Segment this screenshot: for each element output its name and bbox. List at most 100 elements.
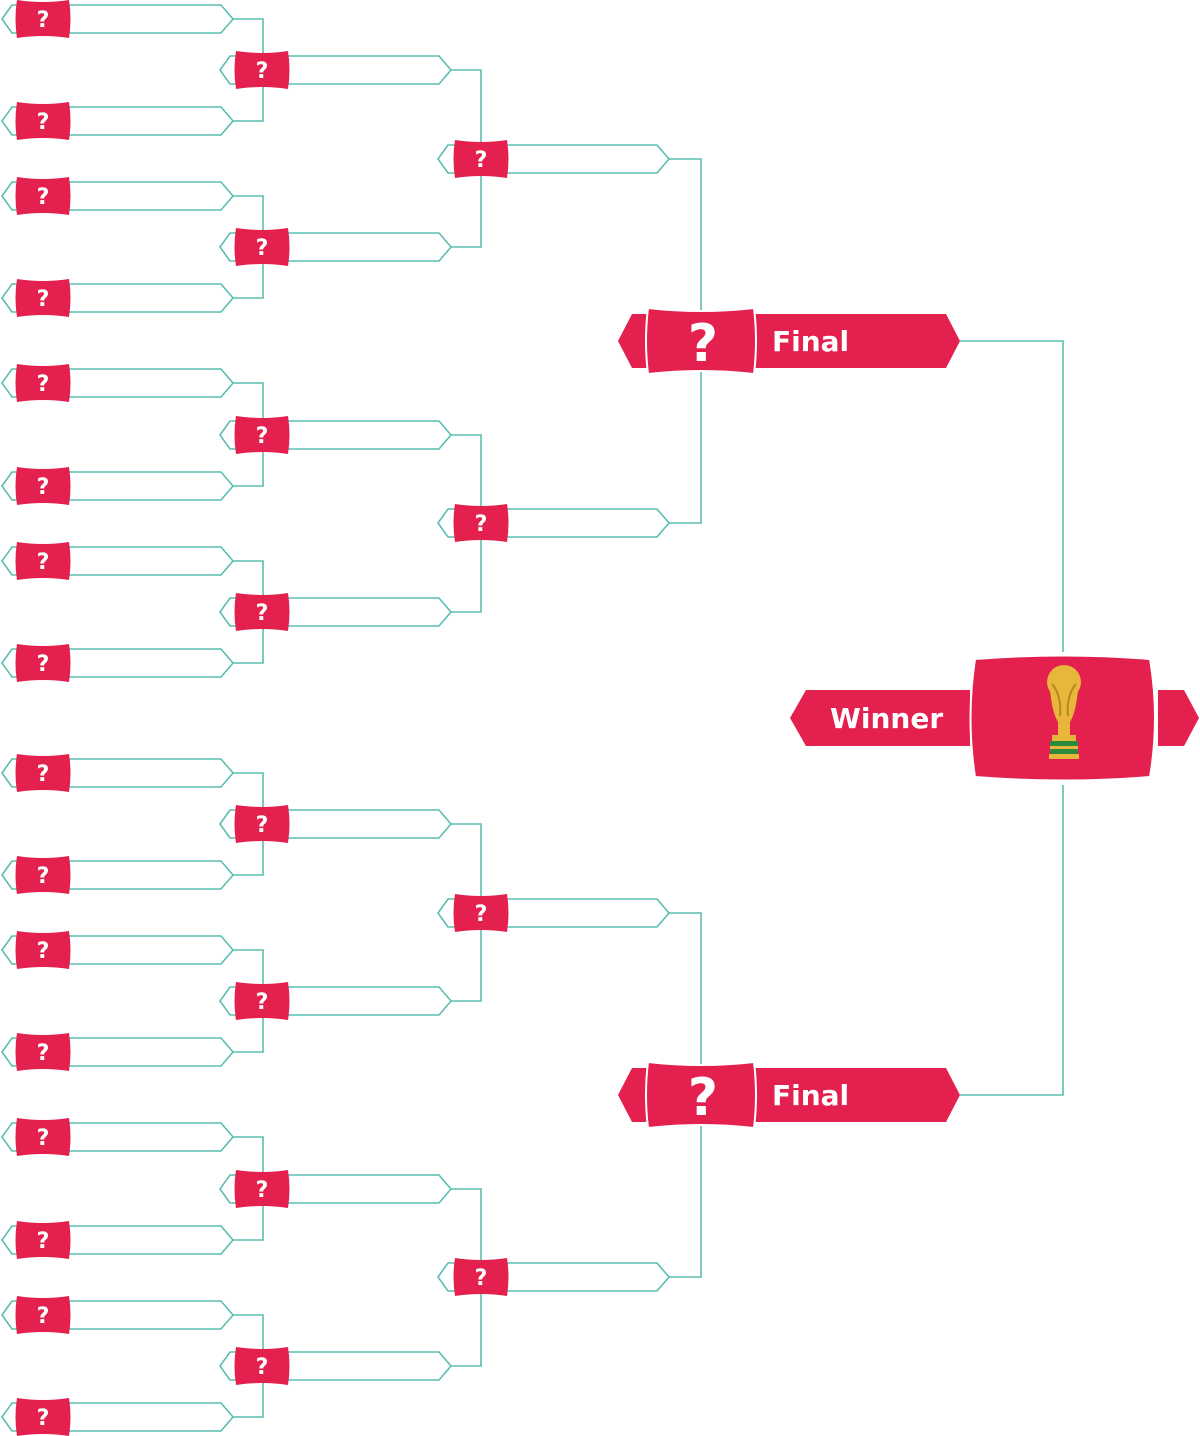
team-badge	[15, 644, 71, 682]
team-badge	[15, 542, 71, 580]
slot-round-of-32[interactable]: ?	[1, 0, 235, 38]
unknown-team-mark: ?	[256, 236, 269, 261]
slot-round-of-32[interactable]: ?	[1, 1296, 235, 1334]
team-badge	[15, 102, 71, 140]
team-badge	[15, 1296, 71, 1334]
team-badge	[15, 1033, 71, 1071]
team-badge	[234, 228, 290, 266]
slot-round-of-32[interactable]: ?	[1, 467, 235, 505]
final-label: Final	[772, 325, 849, 358]
unknown-finalist-mark: ?	[688, 314, 718, 374]
unknown-team-mark: ?	[256, 424, 269, 449]
unknown-team-mark: ?	[37, 1041, 50, 1066]
winner-slot[interactable]: Winner	[790, 654, 1199, 782]
unknown-team-mark: ?	[37, 550, 50, 575]
slot-round-of-16[interactable]: ?	[219, 593, 453, 631]
slot-quarterfinal[interactable]: ?	[437, 140, 671, 178]
slot-round-of-32[interactable]: ?	[1, 177, 235, 215]
team-badge	[15, 1118, 71, 1156]
team-badge	[234, 593, 290, 631]
unknown-team-mark: ?	[475, 148, 488, 173]
finalist-badge	[645, 1060, 757, 1130]
unknown-team-mark: ?	[475, 1266, 488, 1291]
slot-round-of-16[interactable]: ?	[219, 1170, 453, 1208]
slot-round-of-32[interactable]: ?	[1, 856, 235, 894]
winner-label: Winner	[830, 702, 943, 735]
unknown-team-mark: ?	[37, 8, 50, 33]
team-badge	[15, 1221, 71, 1259]
team-badge	[453, 894, 509, 932]
slot-round-of-32[interactable]: ?	[1, 644, 235, 682]
slot-quarterfinal[interactable]: ?	[437, 894, 671, 932]
slot-round-of-16[interactable]: ?	[219, 51, 453, 89]
slot-round-of-16[interactable]: ?	[219, 805, 453, 843]
slot-round-of-32[interactable]: ?	[1, 754, 235, 792]
unknown-team-mark: ?	[37, 1126, 50, 1151]
final-slot-top[interactable]: ? Final	[618, 306, 960, 376]
slot-round-of-32[interactable]: ?	[1, 279, 235, 317]
unknown-team-mark: ?	[37, 1229, 50, 1254]
unknown-team-mark: ?	[37, 110, 50, 135]
unknown-team-mark: ?	[37, 1406, 50, 1431]
slot-round-of-32[interactable]: ?	[1, 1398, 235, 1436]
team-badge	[234, 1170, 290, 1208]
unknown-team-mark: ?	[256, 601, 269, 626]
team-badge	[15, 279, 71, 317]
slot-round-of-16[interactable]: ?	[219, 982, 453, 1020]
slot-round-of-32[interactable]: ?	[1, 102, 235, 140]
unknown-team-mark: ?	[475, 512, 488, 537]
unknown-team-mark: ?	[37, 864, 50, 889]
slot-round-of-32[interactable]: ?	[1, 364, 235, 402]
team-badge	[453, 1258, 509, 1296]
unknown-team-mark: ?	[37, 1304, 50, 1329]
world-cup-trophy-icon	[1047, 665, 1081, 759]
winner-banner-tail	[1158, 690, 1199, 746]
winner-banner	[790, 690, 970, 746]
team-badge	[234, 805, 290, 843]
slot-round-of-32[interactable]: ?	[1, 931, 235, 969]
team-badge	[453, 504, 509, 542]
team-badge	[15, 931, 71, 969]
finalist-badge	[645, 306, 757, 376]
unknown-team-mark: ?	[37, 762, 50, 787]
final-label: Final	[772, 1079, 849, 1112]
team-badge	[15, 467, 71, 505]
unknown-team-mark: ?	[37, 939, 50, 964]
unknown-team-mark: ?	[37, 287, 50, 312]
slot-round-of-16[interactable]: ?	[219, 416, 453, 454]
team-badge	[15, 364, 71, 402]
connector-final-top	[960, 340, 1064, 652]
team-badge	[234, 416, 290, 454]
slot-round-of-32[interactable]: ?	[1, 1033, 235, 1071]
slot-round-of-16[interactable]: ?	[219, 1347, 453, 1385]
slot-quarterfinal[interactable]: ?	[437, 1258, 671, 1296]
unknown-team-mark: ?	[37, 475, 50, 500]
unknown-team-mark: ?	[37, 372, 50, 397]
slot-quarterfinal[interactable]: ?	[437, 504, 671, 542]
slot-round-of-32[interactable]: ?	[1, 1118, 235, 1156]
slot-round-of-32[interactable]: ?	[1, 542, 235, 580]
slot-round-of-16[interactable]: ?	[219, 228, 453, 266]
unknown-team-mark: ?	[256, 59, 269, 84]
unknown-team-mark: ?	[37, 185, 50, 210]
team-badge	[15, 1398, 71, 1436]
team-badge	[234, 51, 290, 89]
unknown-team-mark: ?	[475, 902, 488, 927]
final-slot-bottom[interactable]: ? Final	[618, 1060, 960, 1130]
unknown-team-mark: ?	[37, 652, 50, 677]
team-badge	[15, 177, 71, 215]
team-badge	[15, 0, 71, 38]
slot-round-of-32[interactable]: ?	[1, 1221, 235, 1259]
team-badge	[453, 140, 509, 178]
team-badge	[15, 856, 71, 894]
unknown-team-mark: ?	[256, 1178, 269, 1203]
unknown-team-mark: ?	[256, 1355, 269, 1380]
unknown-finalist-mark: ?	[688, 1068, 718, 1128]
unknown-team-mark: ?	[256, 813, 269, 838]
connector-final-bottom	[960, 785, 1064, 1096]
team-badge	[15, 754, 71, 792]
team-badge	[234, 1347, 290, 1385]
unknown-team-mark: ?	[256, 990, 269, 1015]
team-badge	[234, 982, 290, 1020]
